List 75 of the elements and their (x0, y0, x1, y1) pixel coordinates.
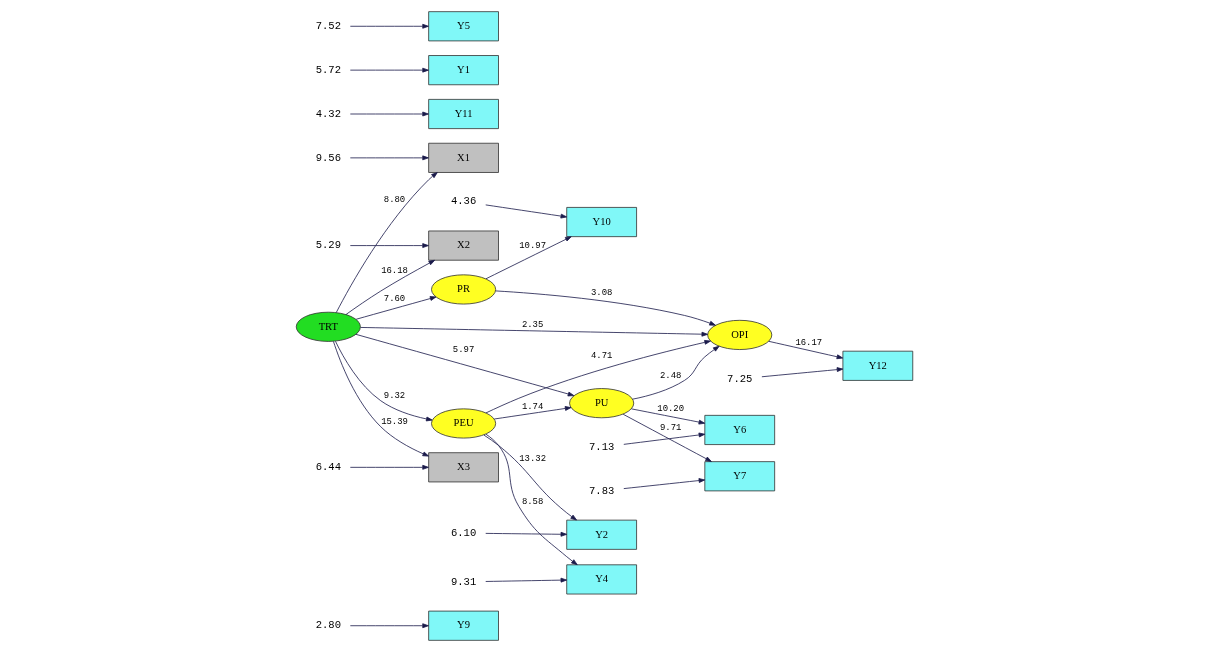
node-box: Y12 (842, 350, 914, 381)
arrow (768, 340, 844, 360)
arrow (631, 408, 706, 425)
edge-label: 4.71 (590, 350, 613, 361)
edge-label: 9.32 (383, 391, 406, 402)
node-text: 2.80 (315, 619, 341, 632)
node-box: Y5 (428, 11, 499, 42)
arrow (483, 434, 577, 521)
node-text: 4.36 (450, 195, 477, 208)
arrow (622, 413, 712, 462)
edge-label: 10.97 (519, 240, 547, 251)
node-box: Y2 (566, 519, 637, 550)
node-box: X2 (428, 230, 499, 261)
node-box: Y10 (566, 207, 637, 238)
edge-label: 8.58 (521, 496, 544, 507)
arrow (761, 367, 844, 378)
arrow (360, 327, 709, 337)
node-ellipse: TRT (295, 311, 361, 342)
arrow (349, 243, 429, 248)
node-box: Y9 (428, 610, 499, 641)
node-text: 4.32 (315, 107, 341, 120)
node-box: Y6 (704, 414, 776, 445)
arrow (632, 345, 720, 400)
arrow (345, 259, 436, 315)
node-text: 5.72 (315, 63, 341, 76)
node-text: 7.13 (588, 440, 615, 453)
arrow (485, 531, 568, 537)
node-text: 5.29 (315, 239, 341, 252)
node-text: 9.31 (450, 575, 477, 588)
node-ellipse: PEU (431, 408, 497, 439)
arrow (333, 341, 429, 457)
edge-label: 16.17 (795, 337, 823, 348)
arrow (335, 172, 438, 313)
edge-label: 10.20 (657, 404, 685, 415)
node-text: 7.83 (588, 484, 615, 497)
node-box: Y4 (566, 564, 637, 595)
edge-label: 2.48 (659, 370, 682, 381)
arrow (349, 23, 429, 29)
node-text: 7.25 (727, 372, 753, 385)
arrow (485, 339, 711, 414)
edge-label: 7.60 (383, 294, 406, 305)
edge-label: 8.80 (383, 195, 406, 206)
arrow (349, 111, 429, 117)
node-box: X3 (428, 452, 499, 483)
arrow (349, 67, 429, 73)
node-text: 7.52 (315, 20, 341, 33)
arrow (349, 623, 429, 629)
arrow (485, 433, 578, 566)
arrow (335, 340, 433, 422)
arrow (349, 464, 429, 470)
node-text: 6.10 (450, 526, 477, 539)
arrow (485, 577, 568, 583)
edge-label: 1.74 (521, 401, 544, 412)
edge-label: 13.32 (519, 454, 547, 465)
edge-label: 15.39 (381, 417, 408, 428)
node-box: X1 (428, 142, 499, 173)
node-box: Y1 (428, 55, 499, 86)
edge-label: 5.97 (452, 344, 475, 355)
arrow (349, 155, 429, 161)
arrow (485, 236, 572, 280)
edge-label: 16.18 (381, 266, 408, 277)
arrow (623, 478, 706, 489)
arrow (495, 290, 716, 326)
node-box: Y7 (704, 461, 776, 492)
node-box: Y11 (428, 98, 499, 130)
arrow (355, 333, 575, 397)
arrow (485, 204, 568, 219)
node-text: 6.44 (315, 461, 341, 474)
edge-label: 9.71 (659, 422, 682, 433)
arrow (493, 406, 572, 420)
arrow (355, 296, 437, 320)
edge-label: 2.35 (521, 320, 544, 331)
arrow (623, 432, 706, 445)
node-text: 9.56 (315, 151, 341, 164)
edge-label: 3.08 (590, 287, 613, 298)
